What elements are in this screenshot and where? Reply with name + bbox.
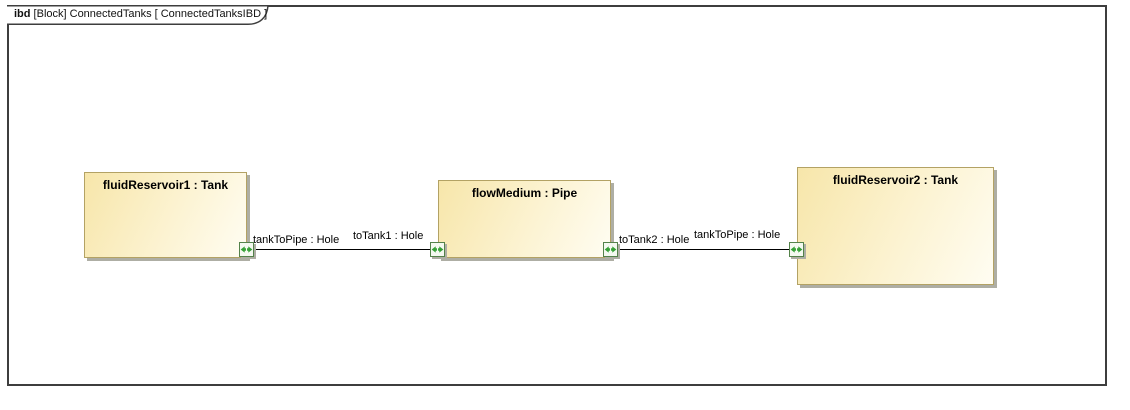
- port-fluidReservoir2-tankToPipe[interactable]: [789, 242, 804, 257]
- flow-port-inout-icon: [240, 246, 253, 253]
- connector-tank1-to-pipe[interactable]: [247, 249, 438, 250]
- part-fluidReservoir2[interactable]: fluidReservoir2 : Tank: [797, 167, 994, 285]
- frame-tab-label: ibd [Block] ConnectedTanks [ ConnectedTa…: [14, 8, 267, 20]
- part-title: flowMedium : Pipe: [471, 186, 578, 200]
- diagram-frame-tab[interactable]: ibd [Block] ConnectedTanks [ ConnectedTa…: [7, 5, 273, 27]
- port-label-toTank2[interactable]: toTank2 : Hole: [619, 234, 690, 246]
- part-title: fluidReservoir1 : Tank: [102, 178, 229, 192]
- frame-tab-shape: [7, 5, 269, 25]
- part-title: fluidReservoir2 : Tank: [832, 173, 959, 187]
- port-flowMedium-toTank1[interactable]: [430, 242, 445, 257]
- part-flowMedium[interactable]: flowMedium : Pipe: [438, 180, 611, 258]
- flow-port-inout-icon: [604, 246, 617, 253]
- flow-port-inout-icon: [790, 246, 803, 253]
- port-fluidReservoir1-tankToPipe[interactable]: [239, 242, 254, 257]
- port-label-tankToPipe-right[interactable]: tankToPipe : Hole: [694, 229, 781, 241]
- flow-port-inout-icon: [431, 246, 444, 253]
- frame-tab-title: [Block] ConnectedTanks [ ConnectedTanksI…: [30, 8, 268, 20]
- frame-tab-kind: ibd: [14, 8, 31, 20]
- part-fluidReservoir1[interactable]: fluidReservoir1 : Tank: [84, 172, 247, 258]
- port-label-toTank1[interactable]: toTank1 : Hole: [353, 230, 424, 242]
- port-label-tankToPipe-left[interactable]: tankToPipe : Hole: [253, 234, 340, 246]
- connector-pipe-to-tank2[interactable]: [611, 249, 797, 250]
- port-flowMedium-toTank2[interactable]: [603, 242, 618, 257]
